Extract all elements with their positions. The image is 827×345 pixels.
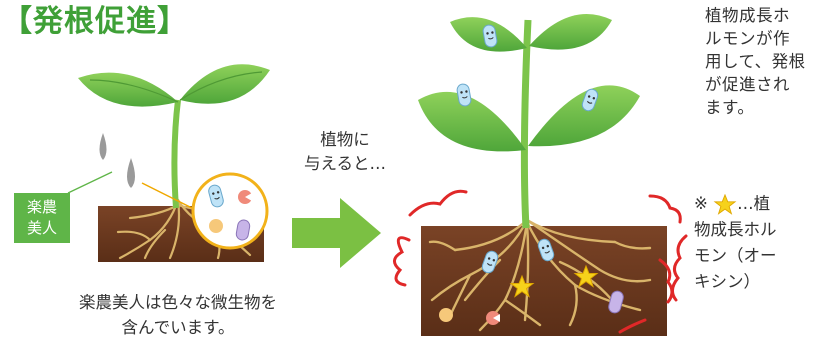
badge-line-2: 美人 [26,219,57,237]
arrow-label-line-1: 植物に [320,130,370,149]
right-leaf-lower-right [528,85,640,147]
water-droplets [99,133,135,188]
left-caption-line-1: 楽農美人は色々な微生物を [79,293,277,312]
droplet-icon [99,133,107,160]
right-leaf-upper-right [529,13,612,50]
product-badge: 楽農 美人 [14,193,70,243]
note-prefix: ※ [694,194,708,213]
left-caption: 楽農美人は色々な微生物を 含んでいます。 [28,290,328,340]
badge-line-1: 楽農 [26,198,57,216]
droplet-icon [127,158,135,188]
arrow-label-line-2: 与えると… [303,154,386,173]
right-leaf-lower-left [418,91,526,152]
left-leaf-right [180,64,270,104]
right-stem [520,19,532,229]
effect-line-5: ます。 [705,98,755,117]
note-line-3: モン（オー [694,246,777,265]
arrow-label: 植物に 与えると… [287,128,403,176]
right-plant [418,13,667,336]
effect-line-3: 用して、発根 [705,52,806,71]
effect-line-4: が促進され [705,75,790,94]
star-legend-note: ※ …植 物成長ホル モン（オー キシン） [694,191,827,295]
transition-arrow [292,198,381,268]
microbe-zoom-circle [191,172,269,250]
note-line-1-suffix: …植 [737,194,771,213]
zoom-leader-line [141,182,197,211]
growth-squiggles [393,189,688,334]
effect-line-2: ルモンが作 [705,29,790,48]
left-leaf-left [78,72,178,107]
badge-leader-line [67,171,113,194]
left-caption-line-2: 含んでいます。 [121,318,235,337]
star-icon [713,193,737,215]
note-line-2: 物成長ホル [694,220,777,239]
effect-line-1: 植物成長ホ [705,6,790,25]
note-line-4: キシン） [694,272,760,291]
page-title: 【発根促進】 [2,4,188,39]
left-stem [171,99,181,209]
effect-description: 植物成長ホ ルモンが作 用して、発根 が促進され ます。 [705,4,827,119]
note-line-1: ※ …植 [694,191,827,217]
